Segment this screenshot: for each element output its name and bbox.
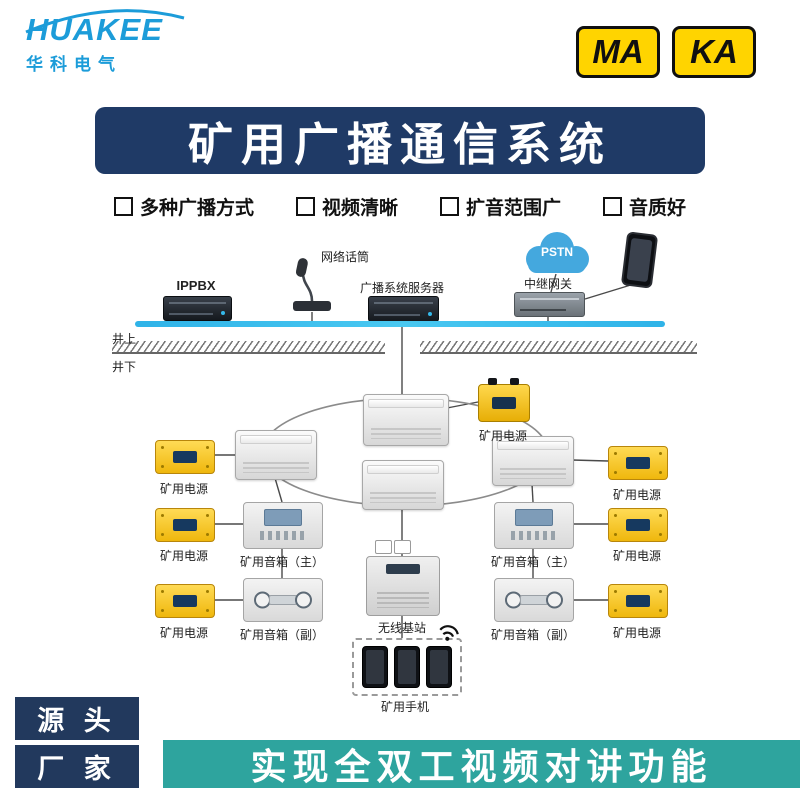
power-supply-label: 矿用电源 xyxy=(612,488,662,502)
speaker-sub-label: 矿用音箱（副） xyxy=(490,628,576,642)
power-supply-label: 矿用电源 xyxy=(478,429,528,443)
insulator xyxy=(375,540,392,554)
speaker-main-left xyxy=(243,502,323,549)
speaker-slot xyxy=(269,595,297,605)
substation-left xyxy=(235,430,317,480)
speaker-main-right xyxy=(494,502,574,549)
pstn-label: PSTN xyxy=(540,245,574,259)
checkbox-icon xyxy=(113,197,133,216)
ka-badge: KA xyxy=(672,26,756,78)
wifi-icon xyxy=(439,625,459,641)
feature-list: 多种广播方式 视频清晰 扩音范围广 音质好 xyxy=(0,193,800,220)
feature-item: 视频清晰 xyxy=(295,193,398,220)
feature-item: 多种广播方式 xyxy=(113,193,254,220)
gateway-label: 中继网关 xyxy=(523,277,573,291)
mine-phone xyxy=(426,646,452,688)
mine-phone xyxy=(362,646,388,688)
surface-label: 井上 xyxy=(112,332,137,346)
speaker-sub-right xyxy=(494,578,574,622)
power-supply-label: 矿用电源 xyxy=(159,626,209,640)
insulator xyxy=(394,540,411,554)
feature-label: 多种广播方式 xyxy=(139,198,254,219)
power-supply-left-2 xyxy=(155,508,215,542)
speaker-slot xyxy=(520,595,548,605)
speaker-sub-left xyxy=(243,578,323,622)
server-label: 广播系统服务器 xyxy=(359,281,445,295)
power-supply-label: 矿用电源 xyxy=(612,626,662,640)
speaker-sub-label: 矿用音箱（副） xyxy=(239,628,325,642)
mine-phones-group xyxy=(352,638,462,696)
power-supply-label: 矿用电源 xyxy=(612,549,662,563)
pstn-cloud xyxy=(526,232,589,273)
underground-label: 井下 xyxy=(112,360,137,374)
speaker-main-label: 矿用音箱（主） xyxy=(490,555,576,569)
maka-certification: MA KA xyxy=(576,26,756,78)
brand-name: HUAKEE xyxy=(26,12,163,47)
broadcast-server-device xyxy=(368,296,439,322)
page-title: 矿用广播通信系统 xyxy=(95,107,705,174)
ground-hatch-left xyxy=(112,341,385,354)
base-station-device xyxy=(366,556,440,616)
power-supply-topright xyxy=(478,378,530,422)
ma-badge: MA xyxy=(576,26,660,78)
network-mic-label: 网络话筒 xyxy=(320,250,370,264)
manufacturer-badges: 源 头 厂 家 xyxy=(15,697,139,793)
power-supply-left-1 xyxy=(155,440,215,474)
checkbox-icon xyxy=(603,197,623,216)
bottom-banner: 实现全双工视频对讲功能 xyxy=(163,740,800,788)
substation-mid xyxy=(362,460,444,510)
ippbx-device xyxy=(163,296,232,321)
badge-source: 源 头 xyxy=(15,697,139,740)
brand-subtitle: 华科电气 xyxy=(26,55,122,74)
checkbox-icon xyxy=(440,197,459,216)
network-mic-icon xyxy=(293,258,331,311)
ground-hatch-right xyxy=(420,341,697,354)
mobile-phone xyxy=(620,231,659,289)
power-supply-right-1 xyxy=(608,446,668,480)
checkbox-icon xyxy=(295,197,315,216)
device-led xyxy=(428,312,432,316)
power-supply-right-3 xyxy=(608,584,668,618)
mine-phone xyxy=(394,646,420,688)
substation-top xyxy=(363,394,449,446)
speaker-main-label: 矿用音箱（主） xyxy=(239,555,325,569)
feature-label: 视频清晰 xyxy=(321,198,398,219)
power-supply-label: 矿用电源 xyxy=(159,549,209,563)
huakee-logo: HUAKEE 华科电气 xyxy=(25,9,185,75)
base-station-label: 无线基站 xyxy=(377,621,427,635)
logo-swoosh-icon xyxy=(25,9,185,34)
power-supply-right-2 xyxy=(608,508,668,542)
power-supply-label: 矿用电源 xyxy=(159,482,209,496)
badge-factory: 厂 家 xyxy=(15,745,139,788)
device-led xyxy=(221,311,225,315)
power-supply-left-3 xyxy=(155,584,215,618)
substation-right xyxy=(492,436,574,486)
feature-label: 音质好 xyxy=(629,198,687,219)
feature-item: 音质好 xyxy=(603,193,686,220)
ippbx-label: IPPBX xyxy=(176,278,216,293)
feature-label: 扩音范围广 xyxy=(466,198,562,219)
feature-item: 扩音范围广 xyxy=(440,193,561,220)
network-bus xyxy=(135,321,665,327)
relay-gateway-device xyxy=(514,292,585,317)
mine-phone-label: 矿用手机 xyxy=(380,700,430,714)
